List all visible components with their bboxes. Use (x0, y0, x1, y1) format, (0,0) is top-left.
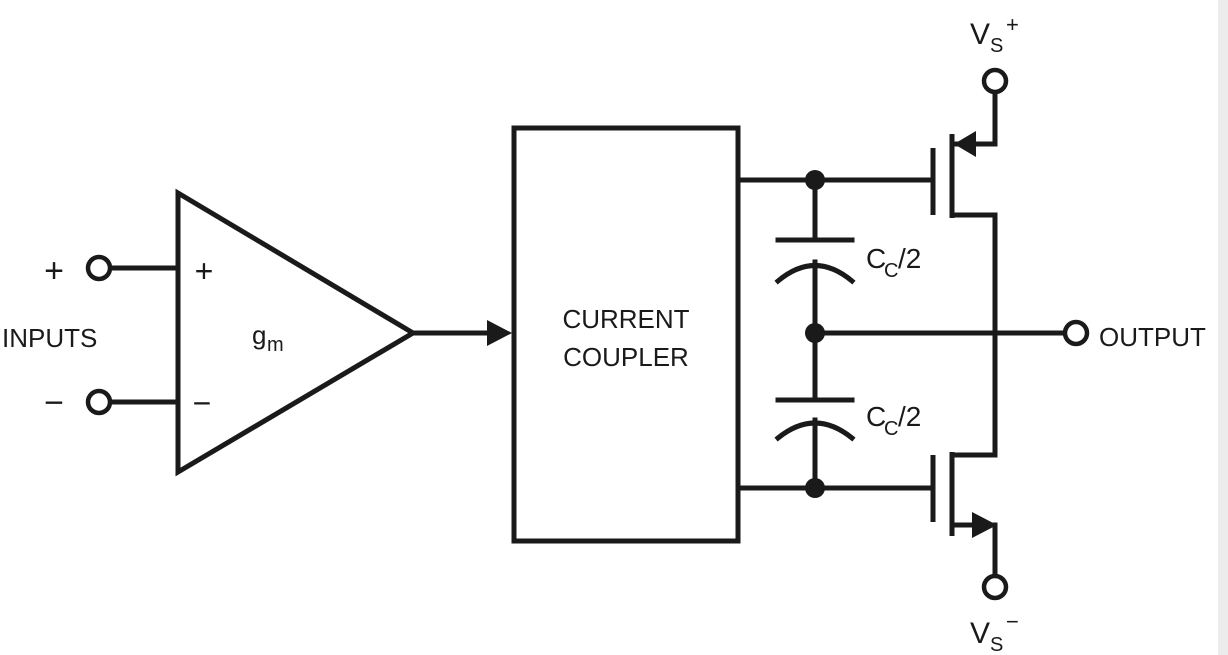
coupler-label-line1: CURRENT (562, 304, 689, 334)
nmos-transistor: V S − (930, 452, 1019, 655)
vs-minus-label-main: V (970, 617, 990, 650)
inputs-label: INPUTS (2, 323, 97, 353)
pmos-arrow-icon (954, 131, 976, 157)
cap-bot-label-suffix: /2 (898, 401, 921, 432)
amplifier-triangle (175, 188, 418, 477)
gm-amplifier: + − g m (175, 188, 418, 477)
output-label: OUTPUT (1099, 322, 1206, 352)
junction-dot-bottom (805, 478, 825, 498)
pmos-transistor: V S + (930, 12, 1019, 456)
cap-bot-label-sub: C (884, 418, 898, 440)
coupler-label-line2: COUPLER (563, 342, 689, 372)
output-terminal (1062, 319, 1090, 347)
capacitor-column: C C /2 C C /2 (774, 170, 921, 498)
minus-input-terminal (85, 388, 113, 416)
vs-plus-label-sub: S (990, 35, 1003, 57)
nmos-arrow-icon (972, 512, 997, 538)
right-edge-strip (1218, 0, 1228, 655)
vs-plus-label-sup: + (1006, 12, 1019, 37)
cap-top-label-suffix: /2 (898, 243, 921, 274)
amp-plus-label: + (195, 253, 214, 289)
cap-bot-label-main: C (866, 401, 886, 432)
vs-plus-terminal (981, 67, 1009, 95)
vs-minus-label-sub: S (990, 634, 1003, 655)
vs-plus-label-main: V (970, 18, 990, 51)
cap-top-label-main: C (866, 243, 886, 274)
current-coupler: CURRENT COUPLER (511, 125, 741, 544)
vs-minus-label-sup: − (1006, 609, 1019, 634)
plus-input-label: + (44, 252, 64, 290)
vs-minus-terminal (981, 573, 1009, 601)
input-section: + − INPUTS (2, 252, 181, 422)
coupler-box (511, 125, 741, 544)
amp-output-arrow-icon (487, 320, 512, 346)
junction-dot-top (805, 170, 825, 190)
cap-top-label-sub: C (884, 260, 898, 282)
gm-label-sub: m (267, 334, 284, 356)
minus-input-label: − (44, 384, 64, 422)
gm-label-main: g (252, 320, 266, 350)
plus-input-terminal (85, 254, 113, 282)
amp-minus-label: − (193, 385, 212, 421)
